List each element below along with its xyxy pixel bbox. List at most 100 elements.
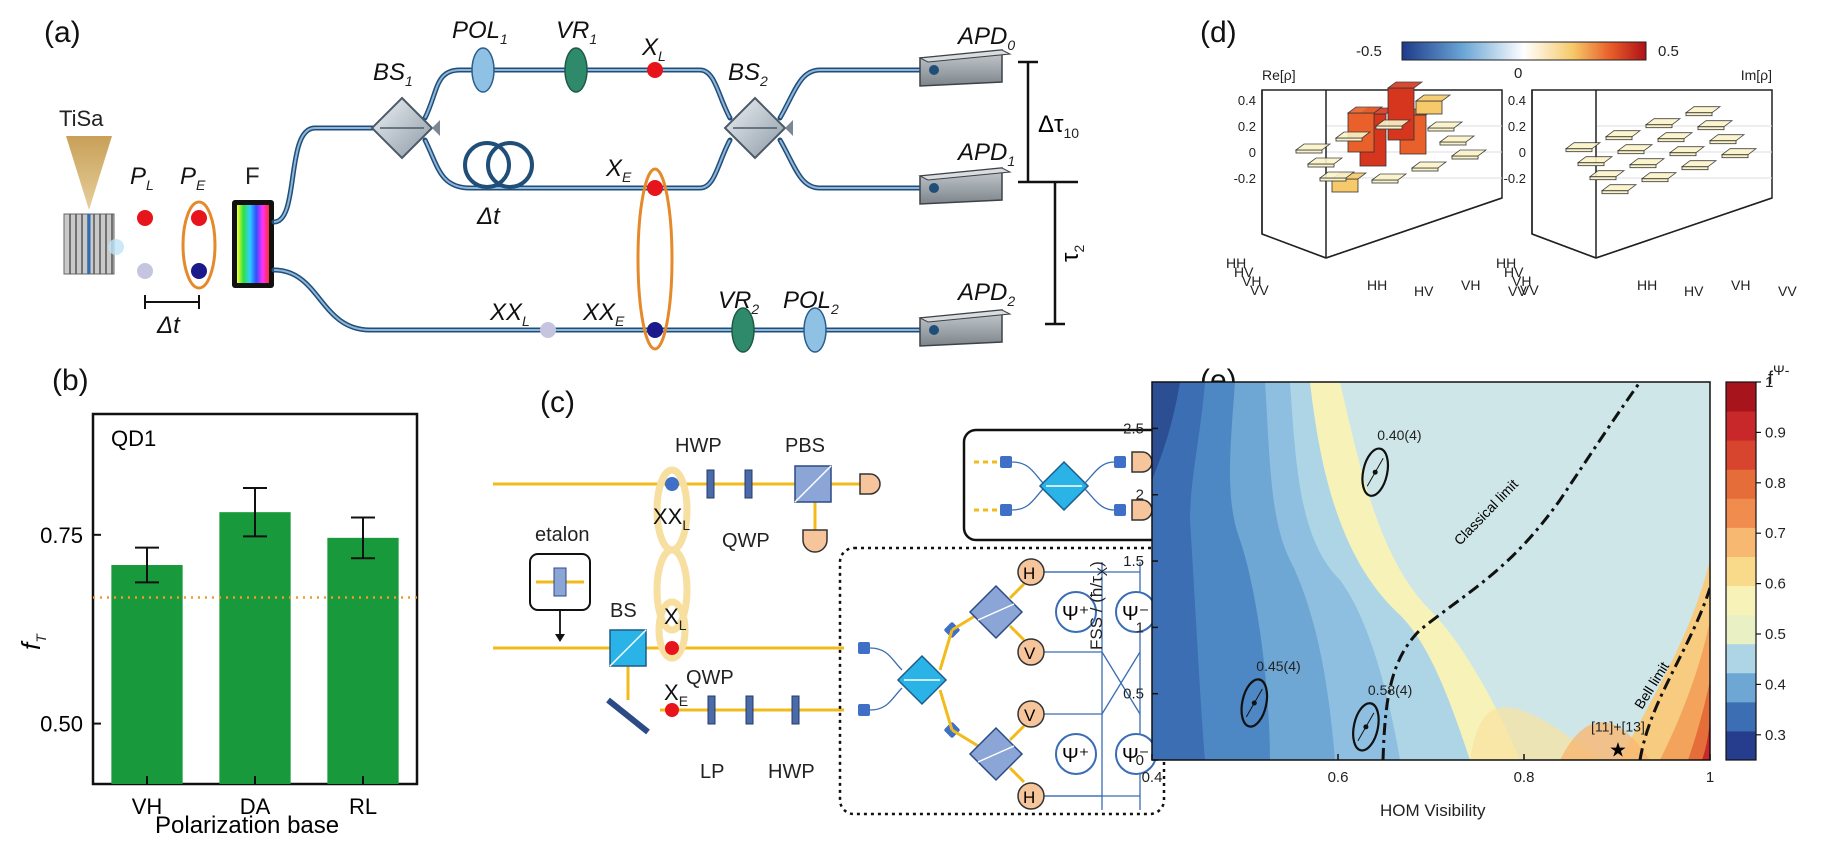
colorbar-band xyxy=(1726,411,1756,441)
phase-map-ytick-label: 1 xyxy=(1136,619,1144,636)
density-colorbar-min: -0.5 xyxy=(1356,43,1382,60)
xl-photon xyxy=(647,62,663,78)
im-rho-bars xyxy=(1564,106,1758,195)
panel-d: (d) -0.5 0 0.5 Re[ρ] 0.40.20-0.2 HHHHHVH… xyxy=(1200,16,1797,299)
density-bar-top xyxy=(1438,135,1476,143)
pulse-early-blue-photon xyxy=(191,263,207,279)
density-bar-top xyxy=(1696,120,1734,128)
basis-label-x: VV xyxy=(1508,283,1527,299)
colorbar-tick-label: 0.7 xyxy=(1765,525,1786,542)
hwp-bottom xyxy=(791,695,800,725)
density-bar-top xyxy=(1720,148,1758,156)
density-bar xyxy=(1427,127,1455,132)
vr1-label: VR1 xyxy=(556,17,597,47)
xe-photon xyxy=(647,180,663,196)
density-bar xyxy=(1319,177,1347,182)
zaxis-tick-label: 0.4 xyxy=(1508,93,1526,108)
delay-label: Δt xyxy=(476,203,501,230)
xe-photon-c xyxy=(665,703,679,717)
density-bar-top xyxy=(1656,132,1694,140)
bar-plot-ytick-label: 0.50 xyxy=(40,712,83,737)
density-bar-top xyxy=(1640,172,1678,180)
colorbar-band xyxy=(1726,730,1756,761)
re-rho-zticks: 0.40.20-0.2 xyxy=(1234,93,1256,186)
zaxis-tick-label: 0.2 xyxy=(1238,119,1256,134)
apd-0-detector xyxy=(918,49,1012,87)
bar-vh xyxy=(111,565,183,784)
zaxis-tick-label: 0 xyxy=(1519,145,1526,160)
basis-label-x: VH xyxy=(1461,277,1480,293)
re-rho-bars xyxy=(1294,81,1488,193)
panel-e: (e) Classical limit Bell limit FSS / (ħ/… xyxy=(1087,362,1790,820)
basis-label-y: VH xyxy=(1512,273,1531,289)
basis-label-x: VV xyxy=(1778,283,1797,299)
bar-plot-inset-label: QD1 xyxy=(111,426,156,451)
pl-label: PL xyxy=(130,163,154,193)
im-rho-zticks: 0.40.20-0.2 xyxy=(1504,93,1526,186)
density-bar xyxy=(1387,87,1415,141)
bar-da xyxy=(219,512,291,784)
qwp-bottom xyxy=(745,695,754,725)
density-bar-top xyxy=(1684,106,1722,114)
colorbar-tick-label: 0.5 xyxy=(1765,626,1786,643)
density-bar xyxy=(1371,179,1399,184)
beam-splitter-1 xyxy=(370,96,440,160)
bar-plot-xtick-label: VH xyxy=(132,794,163,819)
bar-plot-xtick-label: DA xyxy=(240,794,271,819)
svg-text:Ψ⁻: Ψ⁻ xyxy=(1122,745,1149,767)
density-bar xyxy=(1295,149,1323,154)
density-bar xyxy=(1681,166,1709,171)
xe-label-c: XE xyxy=(664,680,688,709)
density-bar xyxy=(1617,150,1645,155)
basis-label-x: HV xyxy=(1414,283,1434,299)
density-bar xyxy=(1645,124,1673,129)
density-bar-top xyxy=(1600,184,1638,192)
entanglement-loops xyxy=(653,466,691,662)
data-point xyxy=(1372,469,1378,475)
density-bar xyxy=(1589,176,1617,181)
qwp-top xyxy=(744,469,753,499)
density-bar-top xyxy=(1576,156,1614,164)
density-bar-top xyxy=(1410,161,1448,169)
panel-d-label: (d) xyxy=(1200,16,1237,49)
pbs-label: PBS xyxy=(785,435,825,457)
density-bar-top xyxy=(1644,118,1682,126)
basis-label-y: HH xyxy=(1226,255,1246,271)
basis-label-x: VH xyxy=(1731,277,1750,293)
xl-label-c: XL xyxy=(664,604,687,633)
panel-b-label: (b) xyxy=(52,364,89,397)
svg-text:Ψ⁺: Ψ⁺ xyxy=(1062,603,1089,625)
colorbar-tick-label: 0.9 xyxy=(1765,424,1786,441)
timing-brackets xyxy=(1018,60,1078,326)
colorbar-tick-label: 0.4 xyxy=(1765,676,1786,693)
laser-beam-cone xyxy=(66,136,112,210)
pe-label: PE xyxy=(180,163,206,193)
spectral-filter-rainbow xyxy=(237,205,269,283)
colorbar-band xyxy=(1726,382,1756,412)
density-bar xyxy=(1641,178,1669,183)
lp-plate xyxy=(707,695,716,725)
phase-map-xlabel: HOM Visibility xyxy=(1380,801,1486,820)
pol1-label: POL1 xyxy=(452,17,508,47)
beam-splitter-2 xyxy=(723,96,793,160)
basis-label-x: HV xyxy=(1684,283,1704,299)
density-bar-top xyxy=(1426,121,1464,129)
colorbar-frame xyxy=(1725,381,1757,761)
detector-h-top: H xyxy=(1017,558,1045,586)
xl-label: XL xyxy=(641,34,666,64)
phase-map-xtick-label: 1 xyxy=(1706,769,1714,786)
data-point-label: 0.58(4) xyxy=(1368,682,1412,698)
mirror-c xyxy=(606,697,650,735)
detector-v-bottom: V xyxy=(1017,700,1045,728)
phase-map-ytick-label: 0.5 xyxy=(1123,686,1144,703)
density-bar-top xyxy=(1616,144,1654,152)
hwp-bottom-label: HWP xyxy=(768,761,815,783)
im-rho-title: Im[ρ] xyxy=(1741,67,1772,83)
psi-plus-bottom: Ψ⁺ xyxy=(1055,733,1097,775)
density-bar xyxy=(1335,137,1363,142)
phase-map-ytick-label: 0 xyxy=(1136,752,1144,769)
phase-map-frame xyxy=(1151,381,1711,761)
basis-label-y: HV xyxy=(1234,264,1254,280)
svg-text:Ψ⁻: Ψ⁻ xyxy=(1122,603,1149,625)
svg-text:V: V xyxy=(1024,706,1036,725)
